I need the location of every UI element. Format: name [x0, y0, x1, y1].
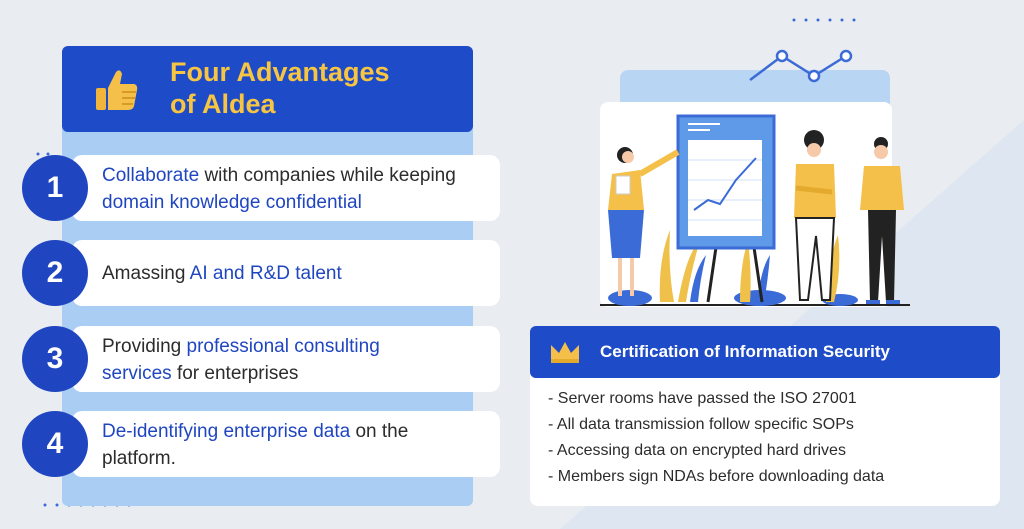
page-title: Four Advantages of Aldea — [170, 56, 390, 120]
certification-list: - Server rooms have passed the ISO 27001… — [548, 386, 884, 490]
advantage-text-2: Amassing AI and R&D talent — [102, 260, 502, 287]
advantage-1-part-2: with companies while keeping — [199, 165, 456, 186]
certification-item-2: - All data transmission follow specific … — [548, 416, 854, 433]
dots-decoration-top-right — [792, 18, 856, 22]
advantage-2-part-2: AI and R&D talent — [189, 263, 342, 284]
advantage-1-part-3: domain knowledge confidential — [102, 192, 362, 213]
advantage-row-2 — [72, 240, 500, 306]
title-line-2: of Aldea — [170, 89, 276, 119]
trend-line-decoration — [749, 49, 853, 83]
advantage-number-2: 2 — [22, 240, 88, 306]
advantage-number-4: 4 — [22, 411, 88, 477]
crown-icon — [551, 342, 579, 363]
advantage-1-part-1: Collaborate — [102, 165, 200, 186]
team-presentation-illustration — [600, 114, 910, 306]
advantage-4-part-1: De-identifying enterprise data — [102, 421, 351, 442]
certification-item-3: - Accessing data on encrypted hard drive… — [548, 442, 846, 459]
title-line-1: Four Advantages — [170, 57, 390, 87]
advantage-number-1: 1 — [22, 155, 88, 221]
certification-item-4: - Members sign NDAs before downloading d… — [548, 468, 885, 485]
advantage-row-3 — [72, 326, 500, 392]
advantage-3-part-2: professional consulting services — [102, 336, 380, 384]
advantage-row-1 — [72, 155, 500, 221]
advantage-number-3: 3 — [22, 326, 88, 392]
advantage-text-1: Collaborate with companies while keeping… — [102, 162, 502, 216]
advantage-text-3: Providing professional consulting servic… — [102, 333, 452, 387]
certification-header — [530, 326, 1000, 378]
certification-title: Certification of Information Security — [600, 342, 890, 361]
advantage-row-4 — [72, 411, 500, 477]
advantage-3-part-3: for enterprises — [171, 363, 299, 384]
thumbs-up-icon — [96, 70, 138, 110]
advantage-2-part-1: Amassing — [102, 263, 190, 284]
certification-item-1: - Server rooms have passed the ISO 27001 — [548, 390, 857, 407]
advantage-4-part-2: on the platform. — [102, 421, 409, 469]
advantage-3-part-1: Providing — [102, 336, 187, 357]
advantage-text-4: De-identifying enterprise data on the pl… — [102, 418, 422, 472]
